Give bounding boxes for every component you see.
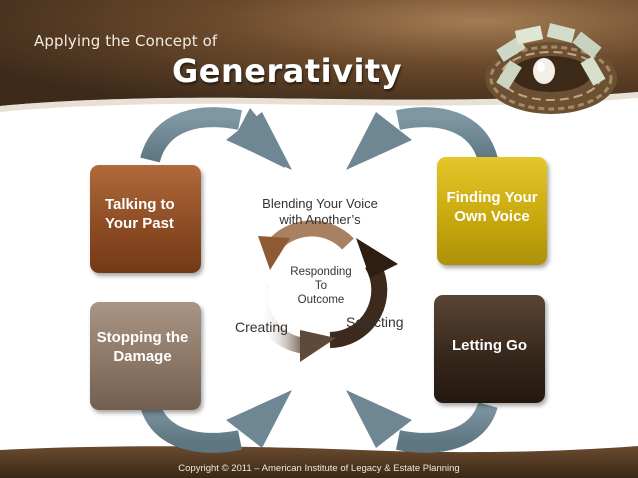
blending-label: Blending Your Voice with Another’s <box>262 196 378 227</box>
cycle-arrow-selecting <box>329 238 398 348</box>
finding-your-own-voice-box: Finding Your Own Voice <box>437 157 547 265</box>
arrow-bottom-right <box>346 390 498 453</box>
arrow-top-left <box>140 107 292 170</box>
letting-go-label: Letting Go <box>452 336 527 354</box>
finding-your-own-voice-label: Finding Your Own Voice <box>446 189 538 225</box>
responding-label: Responding To Outcome <box>290 266 352 306</box>
talking-to-your-past-label: Talking to Your Past <box>105 196 175 232</box>
letting-go-box: Letting Go <box>434 295 545 403</box>
stopping-the-damage-label: Stopping the Damage <box>96 329 189 365</box>
selecting-label: Selecting <box>346 314 404 330</box>
cycle-arrow-blending <box>258 220 354 270</box>
stopping-the-damage-box: Stopping the Damage <box>90 302 201 410</box>
page-title: Generativity <box>172 52 403 90</box>
copyright-footer: Copyright © 2011 – American Institute of… <box>178 463 460 474</box>
arrow-top-right <box>346 107 498 170</box>
arrow-bottom-left <box>140 390 292 453</box>
creating-label: Creating <box>235 319 288 335</box>
nest-icon <box>485 23 617 114</box>
cycle-arrow-creating <box>252 279 336 362</box>
subtitle: Applying the Concept of <box>34 32 218 50</box>
talking-to-your-past-box: Talking to Your Past <box>90 165 201 273</box>
